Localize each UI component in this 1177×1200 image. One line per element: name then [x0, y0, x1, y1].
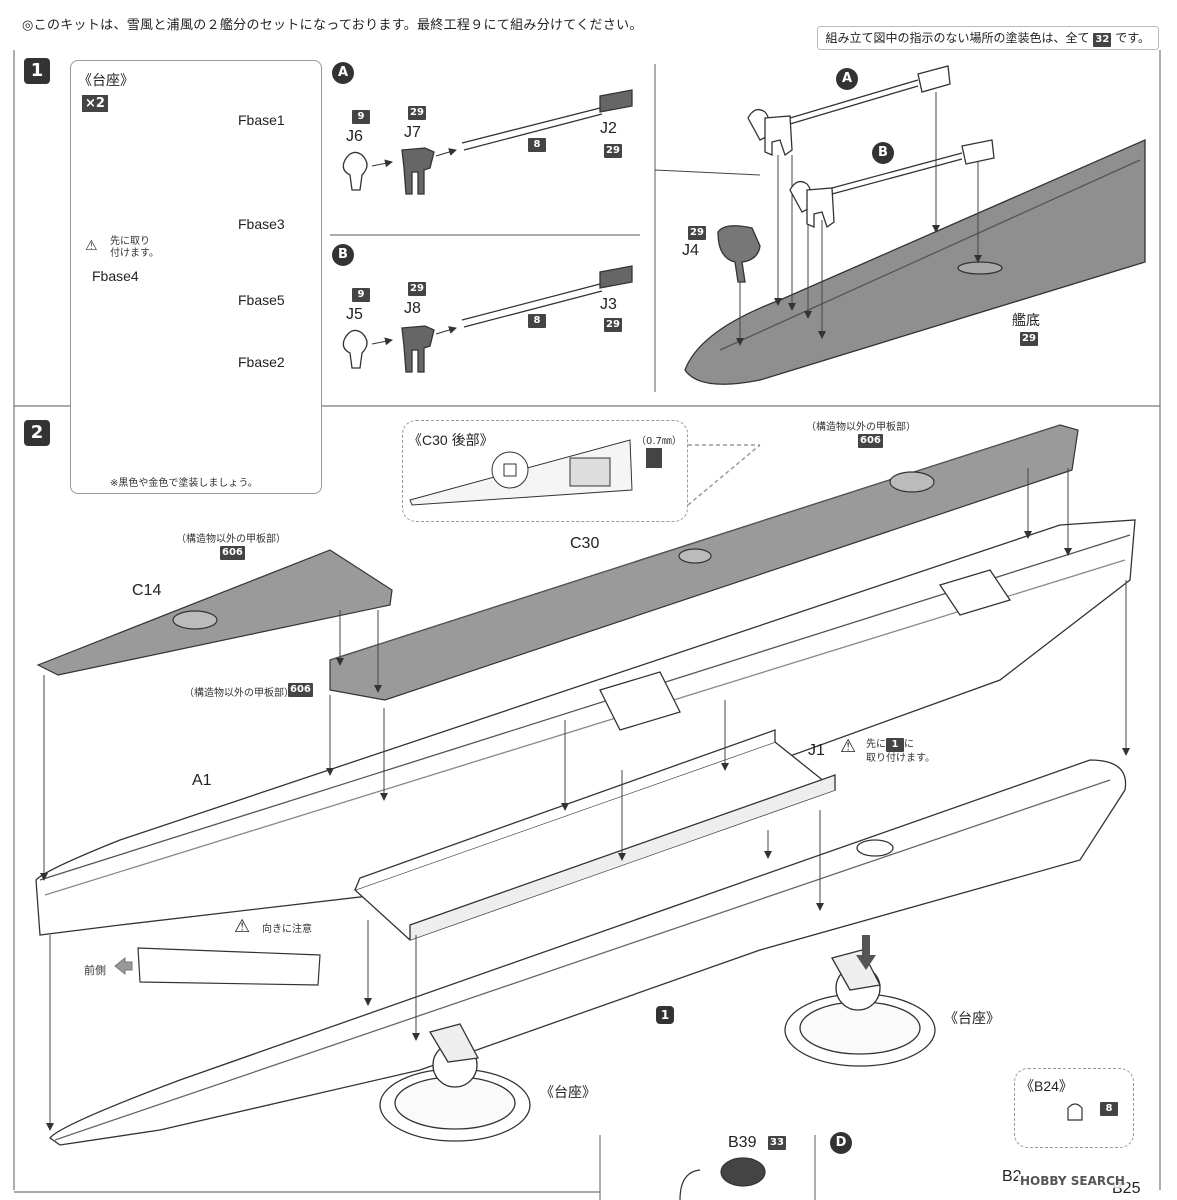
step-1-reference: 1 — [656, 1006, 674, 1024]
j6-color: 9 — [352, 110, 370, 124]
j1-caution-line2: 取り付けます。 — [866, 753, 935, 764]
step-2-number: 2 — [24, 420, 50, 446]
part-j1: J1 — [808, 742, 825, 759]
part-fbase2: Fbase2 — [238, 354, 285, 370]
part-fbase5: Fbase5 — [238, 292, 285, 308]
c30-rear-dimension: （0.7㎜） — [636, 436, 682, 447]
kit-note: ◎このキットは、雪風と浦風の２艦分のセットになっております。最終工程９にて組み分… — [22, 18, 643, 33]
shaft-a-color: 8 — [528, 138, 546, 152]
c14-deck-note: （構造物以外の甲板部） — [176, 534, 286, 545]
part-j7: J7 — [404, 124, 421, 141]
j7-color: 29 — [408, 106, 426, 120]
drill-icon — [646, 448, 662, 468]
part-a1: A1 — [192, 772, 212, 789]
stand-title: 《台座》 — [78, 72, 134, 88]
stand-label-right: 《台座》 — [944, 1010, 1000, 1026]
stand-panel — [70, 60, 322, 494]
stand-paint-note: ※黒色や金色で塗装しましょう。 — [110, 478, 258, 489]
step-1-number: 1 — [24, 58, 50, 84]
c30-rear-title: 《C30 後部》 — [408, 432, 494, 448]
j4-color: 29 — [688, 226, 706, 240]
stand-caution: 先に取り 付けます。 — [110, 236, 159, 260]
stand-caution-line2: 付けます。 — [110, 248, 159, 259]
caution-icon: ⚠ — [85, 238, 98, 254]
sub-d-tag: D — [830, 1132, 852, 1154]
c14-deck-color: 606 — [220, 546, 245, 560]
part-fbase1: Fbase1 — [238, 112, 285, 128]
part-j5: J5 — [346, 306, 363, 323]
j5-color: 9 — [352, 288, 370, 302]
j2-color: 29 — [604, 144, 622, 158]
stand-caution-line1: 先に取り — [110, 236, 150, 247]
part-j2: J2 — [600, 120, 617, 137]
sub-b-tag: B — [332, 244, 354, 266]
c30-deck-note: （構造物以外の甲板部） — [806, 422, 916, 433]
j3-color: 29 — [604, 318, 622, 332]
b24-title: 《B24》 — [1020, 1078, 1073, 1094]
b39-color: 33 — [768, 1136, 786, 1150]
paint-note-prefix: 組み立て図中の指示のない場所の塗装色は、全て — [825, 31, 1090, 45]
front-label: 前側 — [84, 964, 106, 977]
j1-caution-post: に — [904, 739, 914, 750]
hull-bottom-label: 艦底 — [1012, 312, 1040, 328]
b24-color: 8 — [1100, 1102, 1118, 1116]
hull-bottom-color: 29 — [1020, 332, 1038, 346]
j1-caution-icon: ⚠ — [840, 736, 857, 757]
stand-label-left: 《台座》 — [540, 1084, 596, 1100]
deck-note-3: （構造物以外の甲板部） — [184, 688, 294, 699]
default-paint-note: 組み立て図中の指示のない場所の塗装色は、全て 32 です。 — [816, 26, 1159, 50]
j8-color: 29 — [408, 282, 426, 296]
j1-caution-step: 1 — [886, 738, 904, 752]
part-j4: J4 — [682, 242, 699, 259]
j1-caution-pre: 先に — [866, 739, 886, 750]
watermark: HOBBY SEARCH — [1018, 1174, 1127, 1188]
hull-tag-a: A — [836, 68, 858, 90]
part-j3: J3 — [600, 296, 617, 313]
part-b2x: B2 — [1002, 1168, 1022, 1185]
hull-tag-b: B — [872, 142, 894, 164]
sub-a-tag: A — [332, 62, 354, 84]
part-fbase4: Fbase4 — [92, 268, 139, 284]
direction-caution-icon: ⚠ — [234, 916, 251, 937]
part-j8: J8 — [404, 300, 421, 317]
part-j6: J6 — [346, 128, 363, 145]
multiplier-badge: ×2 — [82, 95, 108, 112]
part-fbase3: Fbase3 — [238, 216, 285, 232]
shaft-b-color: 8 — [528, 314, 546, 328]
part-c14: C14 — [132, 582, 162, 599]
paint-color-badge: 32 — [1093, 33, 1112, 47]
paint-note-suffix: です。 — [1115, 31, 1150, 45]
c30-rear-inset — [402, 420, 688, 522]
part-b39: B39 — [728, 1134, 757, 1151]
deck-color-3: 606 — [288, 683, 313, 697]
c30-deck-color: 606 — [858, 434, 883, 448]
part-c30: C30 — [570, 535, 600, 552]
b24-inset — [1014, 1068, 1134, 1148]
direction-note: 向きに注意 — [262, 924, 312, 935]
